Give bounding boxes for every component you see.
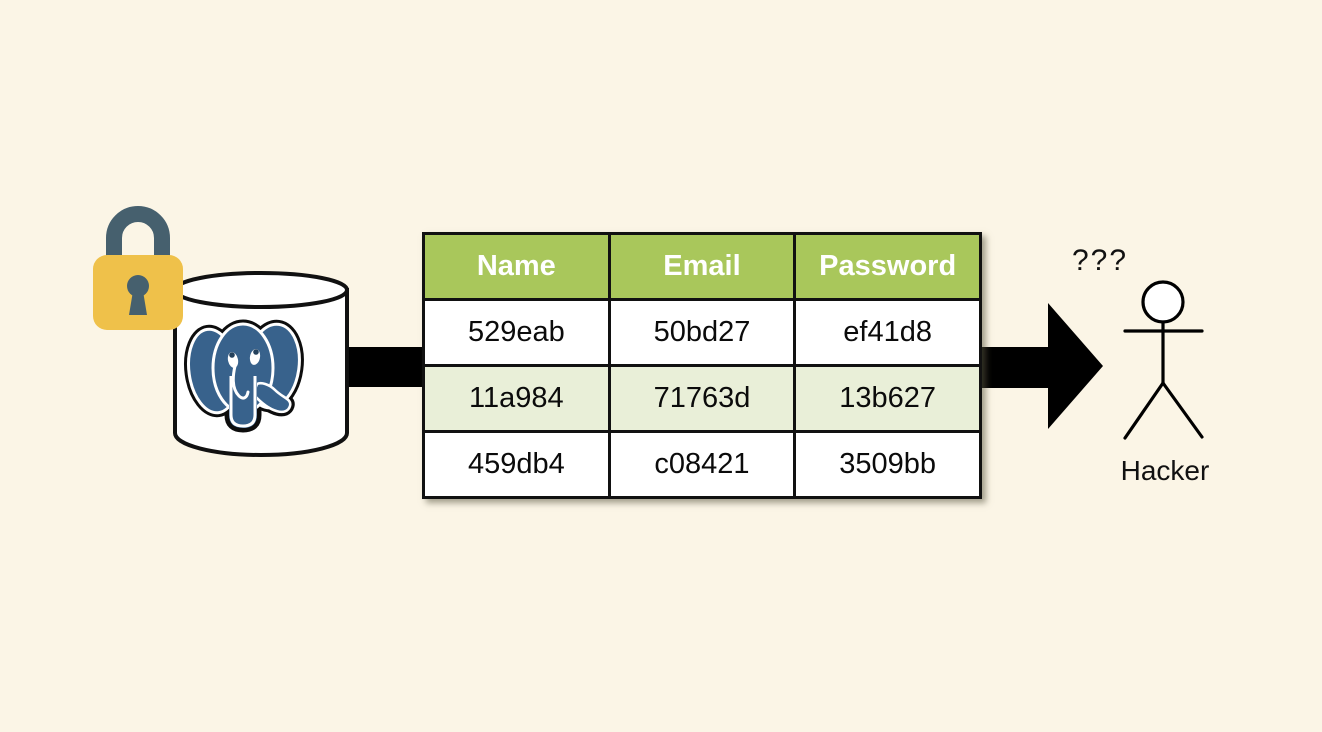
cell-password: 13b627 <box>793 364 982 433</box>
column-header-email: Email <box>607 232 797 301</box>
leaked-data-table: Name Email Password 529eab 50bd27 ef41d8… <box>422 232 982 499</box>
column-header-password: Password <box>793 232 982 301</box>
hacker-label: Hacker <box>1120 455 1210 486</box>
table-header-row: Name Email Password <box>422 232 982 301</box>
table-row: 529eab 50bd27 ef41d8 <box>422 298 982 367</box>
cell-name: 459db4 <box>422 430 611 499</box>
stick-figure-person-icon <box>1123 280 1204 440</box>
question-marks-text: ??? <box>1071 244 1129 277</box>
cell-password: 3509bb <box>793 430 982 499</box>
cell-name: 529eab <box>422 298 611 367</box>
cell-name: 11a984 <box>422 364 611 433</box>
table-row: 11a984 71763d 13b627 <box>422 364 982 433</box>
block-arrow-right-icon <box>980 303 1103 429</box>
postgresql-elephant-icon <box>184 319 304 433</box>
cell-password: ef41d8 <box>793 298 982 367</box>
column-header-name: Name <box>422 232 611 301</box>
cell-email: 71763d <box>607 364 797 433</box>
cell-email: 50bd27 <box>607 298 797 367</box>
cell-email: c08421 <box>607 430 797 499</box>
flow-connector-bar <box>340 347 424 387</box>
padlock-icon <box>93 206 183 330</box>
table-row: 459db4 c08421 3509bb <box>422 430 982 499</box>
